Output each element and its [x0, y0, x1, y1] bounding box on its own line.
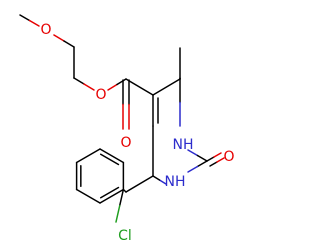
bond-aryl-0 — [99, 188, 125, 204]
atom-label-methoxy-oxygen: O — [40, 22, 51, 38]
bond-n3-c4-b — [152, 175, 161, 181]
bond-c2-oxo-2-a — [209, 161, 218, 167]
bond-o-ch2-a — [53, 34, 65, 42]
bond-aryl-3 — [75, 148, 101, 164]
bond-oester-c-a — [107, 83, 118, 91]
bond-aryl-attach — [122, 188, 127, 193]
atom-label-ester-oxygen: O — [95, 87, 106, 103]
atom-label-carbonyl-oxygen: O — [120, 135, 131, 151]
bond-aryl-inner-0 — [99, 186, 120, 199]
bond-c6-methyl — [152, 78, 181, 96]
atom-label-n3: NH — [165, 174, 186, 190]
bond-aryl-cl-b — [115, 205, 121, 223]
bond-c2-oxo-a — [206, 156, 215, 162]
bond-aryl-cl-a — [118, 188, 125, 207]
bond-o-ch2-b — [63, 40, 75, 48]
chemical-structure-diagram: O O O NH O NH Cl — [19, 14, 235, 244]
atom-label-n1: NH — [173, 137, 194, 153]
atom-label-chlorine: Cl — [118, 228, 132, 244]
bond-c4-aryl — [125, 175, 154, 193]
atom-label-oxo-oxygen: O — [223, 149, 234, 165]
bond-ester-c5 — [125, 78, 154, 96]
bond-oester-c-b — [116, 78, 127, 86]
bond-c2-n3-b — [187, 165, 199, 173]
bond-n3-c4-a — [158, 179, 167, 185]
bond-n1-c2-b — [196, 154, 208, 162]
bond-c2-oxo-2-b — [216, 157, 225, 163]
bond-ch2-oester-a — [73, 77, 85, 85]
bond-aryl-1 — [75, 188, 101, 204]
bond-aryl-inner-2 — [99, 153, 120, 166]
bond-skeleton — [19, 14, 225, 223]
bond-ch2-oester-b — [83, 83, 95, 91]
bond-me-o-a — [19, 14, 31, 22]
bond-n1-c2-a — [187, 149, 199, 157]
bond-c2-oxo-b — [213, 152, 222, 158]
bond-c2-n3-a — [196, 160, 208, 168]
bond-me-o-b — [28, 19, 40, 27]
bond-aryl-4 — [99, 148, 125, 164]
